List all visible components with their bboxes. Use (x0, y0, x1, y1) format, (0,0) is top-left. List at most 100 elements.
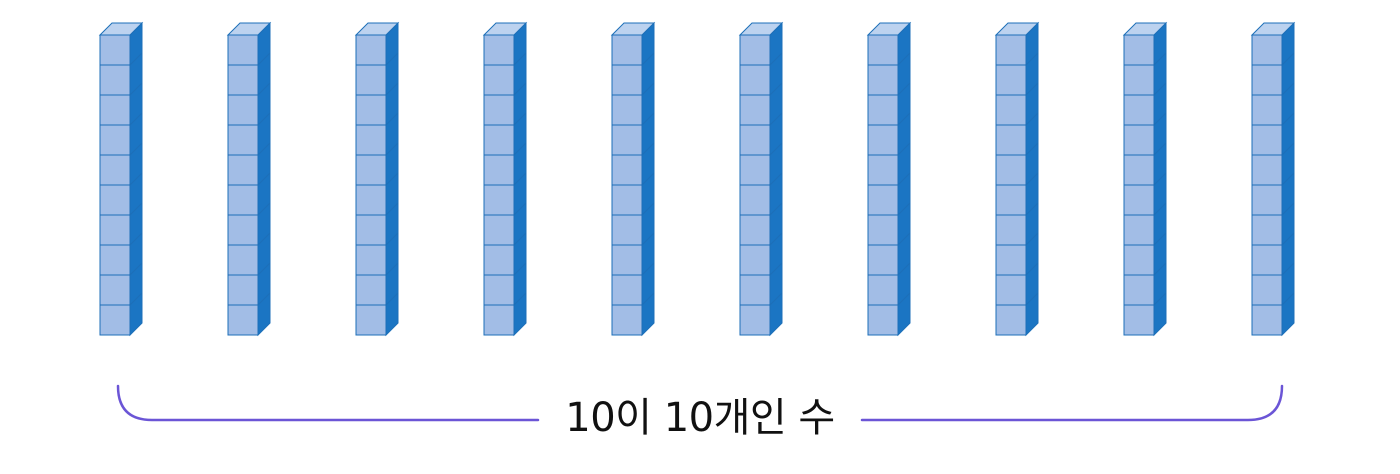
cube-side-divider (1153, 112, 1167, 126)
cube-side-divider (129, 202, 143, 216)
cube-side-divider (385, 232, 399, 246)
unit-cube (995, 274, 1027, 306)
unit-cube (99, 214, 131, 246)
cube-side-divider (1281, 142, 1295, 156)
unit-cube (1123, 64, 1155, 96)
cube-side-divider (1153, 52, 1167, 66)
cube-side-divider (257, 82, 271, 96)
unit-cube (995, 34, 1027, 66)
unit-cube (995, 244, 1027, 276)
cube-side-divider (129, 262, 143, 276)
unit-cube (355, 94, 387, 126)
unit-cube (227, 94, 259, 126)
unit-cube (99, 94, 131, 126)
cube-side-divider (513, 292, 527, 306)
unit-cube (1123, 34, 1155, 66)
cube-side-divider (897, 52, 911, 66)
unit-cube (483, 244, 515, 276)
cube-side-divider (513, 172, 527, 186)
cube-side-divider (129, 82, 143, 96)
unit-cube (739, 94, 771, 126)
cube-side-divider (129, 172, 143, 186)
cube-side-divider (897, 112, 911, 126)
unit-cube (995, 304, 1027, 336)
cube-side-divider (513, 232, 527, 246)
cube-side-divider (897, 292, 911, 306)
cube-side-divider (641, 112, 655, 126)
cube-side-divider (385, 82, 399, 96)
cube-side-divider (129, 142, 143, 156)
cube-side-divider (641, 142, 655, 156)
unit-cube (1251, 274, 1283, 306)
unit-cube (355, 154, 387, 186)
cube-side-divider (385, 52, 399, 66)
unit-cube (739, 154, 771, 186)
unit-cube (995, 64, 1027, 96)
cube-side-divider (1281, 52, 1295, 66)
unit-cube (1123, 274, 1155, 306)
cube-side-divider (641, 292, 655, 306)
unit-cube (611, 154, 643, 186)
unit-cube (739, 184, 771, 216)
ten-rod (610, 21, 656, 337)
unit-cube (739, 214, 771, 246)
unit-cube (227, 214, 259, 246)
cube-side-divider (769, 262, 783, 276)
unit-cube (483, 124, 515, 156)
cube-side-divider (641, 232, 655, 246)
unit-cube (611, 244, 643, 276)
cube-side-divider (129, 52, 143, 66)
unit-cube (355, 274, 387, 306)
cube-side-divider (513, 202, 527, 216)
cube-side-divider (641, 202, 655, 216)
ten-rod (98, 21, 144, 337)
cube-side-divider (1025, 262, 1039, 276)
unit-cube (227, 64, 259, 96)
cube-side-divider (1281, 112, 1295, 126)
unit-cube (739, 274, 771, 306)
cube-side-divider (1153, 232, 1167, 246)
unit-cube (867, 304, 899, 336)
cube-side-divider (385, 142, 399, 156)
cube-side-divider (1025, 202, 1039, 216)
unit-cube (227, 274, 259, 306)
unit-cube (867, 274, 899, 306)
ten-rod (1122, 21, 1168, 337)
unit-cube (611, 124, 643, 156)
unit-cube (1251, 184, 1283, 216)
cube-side-divider (1153, 292, 1167, 306)
cube-side-divider (897, 172, 911, 186)
cube-side-divider (769, 292, 783, 306)
brace-right (860, 384, 1284, 422)
ten-rod (354, 21, 400, 337)
unit-cube (995, 154, 1027, 186)
cube-side-divider (1281, 82, 1295, 96)
unit-cube (1123, 184, 1155, 216)
cube-side-divider (1153, 202, 1167, 216)
ten-rod (482, 21, 528, 337)
unit-cube (483, 304, 515, 336)
cube-side-divider (1153, 142, 1167, 156)
unit-cube (1251, 304, 1283, 336)
unit-cube (739, 244, 771, 276)
unit-cube (227, 304, 259, 336)
unit-cube (99, 244, 131, 276)
unit-cube (99, 274, 131, 306)
unit-cube (483, 34, 515, 66)
cube-side-divider (641, 82, 655, 96)
unit-cube (483, 94, 515, 126)
cube-side-divider (257, 142, 271, 156)
cube-side-divider (513, 82, 527, 96)
unit-cube (867, 94, 899, 126)
cube-side-divider (385, 112, 399, 126)
cube-side-divider (1281, 232, 1295, 246)
cube-side-divider (769, 232, 783, 246)
cube-side-divider (257, 202, 271, 216)
unit-cube (611, 34, 643, 66)
unit-cube (227, 244, 259, 276)
unit-cube (1123, 304, 1155, 336)
unit-cube (1123, 94, 1155, 126)
ten-rod (738, 21, 784, 337)
